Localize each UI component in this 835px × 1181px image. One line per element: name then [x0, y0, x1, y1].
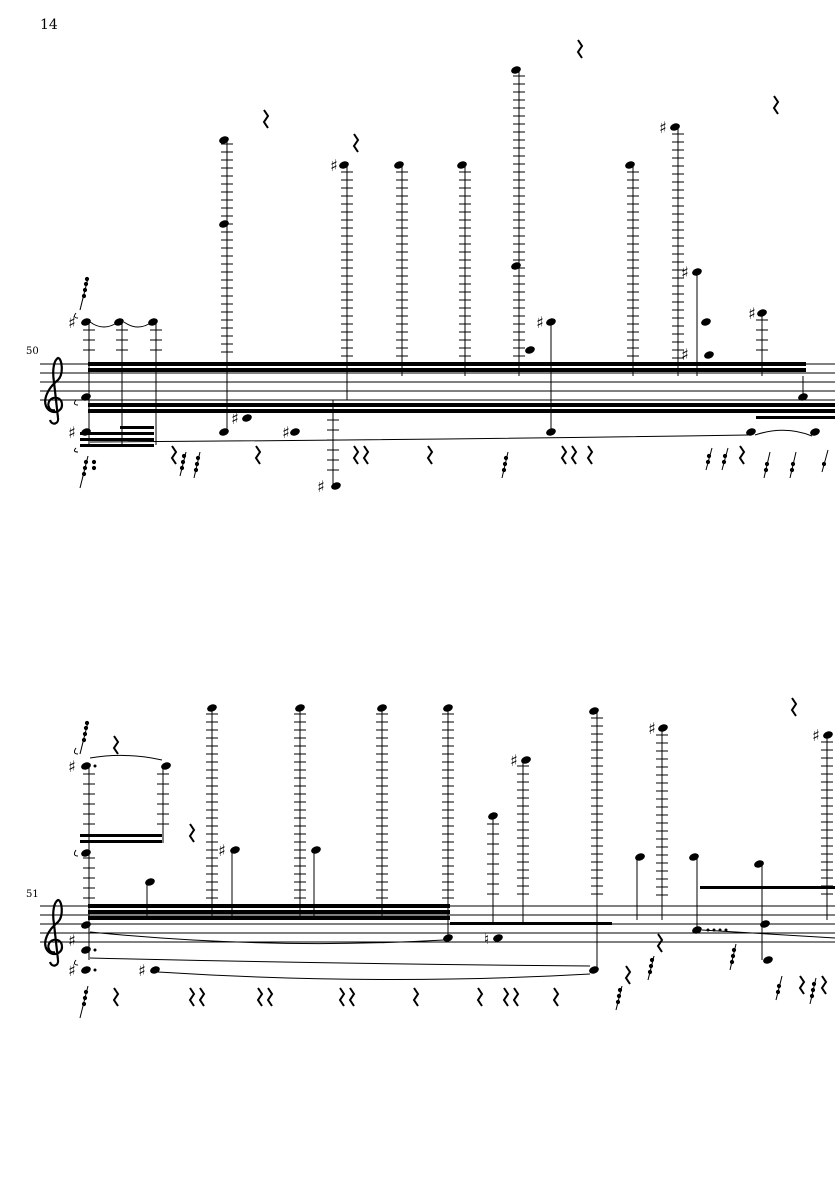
svg-text:♯: ♯: [681, 263, 689, 282]
ties: [73, 312, 813, 453]
svg-text:♯: ♯: [812, 726, 820, 745]
rest-icons: [170, 39, 780, 465]
measure-number-system-2: 51: [26, 889, 39, 900]
svg-text:♮: ♮: [484, 930, 489, 948]
svg-text:♯: ♯: [659, 118, 667, 137]
system-2: ♯ ♯ ♯ ♯ ♯ ♯ ♯ ♯ ♮: [40, 697, 835, 1019]
stems: [88, 70, 804, 486]
svg-text:♯: ♯: [68, 757, 76, 776]
sharp-icons: ♯ ♯ ♯ ♯ ♯ ♯ ♯ ♯: [68, 719, 820, 980]
treble-clef-icon: [44, 898, 64, 967]
note-heads: [81, 704, 833, 974]
measure-number-system-1: 50: [26, 346, 39, 357]
svg-text:♯: ♯: [330, 156, 338, 175]
system-1: ♯ ♯ ♯ ♯ ♯ ♯ ♯ ♯ ♯ ♯ ♯: [40, 39, 835, 496]
grace-note-groups: [79, 276, 829, 489]
beams: [80, 362, 835, 447]
svg-text:♯: ♯: [68, 931, 76, 950]
svg-text:♯: ♯: [748, 304, 756, 323]
treble-clef-icon: [44, 356, 64, 425]
svg-text:♯: ♯: [317, 477, 325, 496]
svg-text:♯: ♯: [68, 423, 76, 442]
svg-text:♯: ♯: [68, 961, 76, 980]
svg-text:♯: ♯: [138, 961, 146, 980]
beams: [80, 834, 835, 925]
svg-text:♯: ♯: [681, 345, 689, 364]
svg-text:♯: ♯: [218, 841, 226, 860]
ledger-lines: [83, 75, 768, 471]
page-number: 14: [40, 17, 58, 33]
dots: [93, 764, 728, 972]
natural-icons: ♮: [484, 930, 489, 948]
sharp-icons: ♯ ♯ ♯ ♯ ♯ ♯ ♯ ♯ ♯ ♯ ♯: [68, 118, 756, 496]
ties: [73, 747, 835, 981]
svg-text:♯: ♯: [536, 313, 544, 332]
svg-text:♯: ♯: [510, 751, 518, 770]
ledger-lines: [83, 713, 833, 899]
grace-note-groups: [79, 720, 817, 1019]
note-heads: [81, 66, 820, 490]
svg-text:♯: ♯: [282, 423, 290, 442]
svg-text:♯: ♯: [648, 719, 656, 738]
svg-text:♯: ♯: [231, 409, 239, 428]
rest-icons: [112, 697, 828, 1007]
svg-text:♯: ♯: [68, 313, 76, 332]
